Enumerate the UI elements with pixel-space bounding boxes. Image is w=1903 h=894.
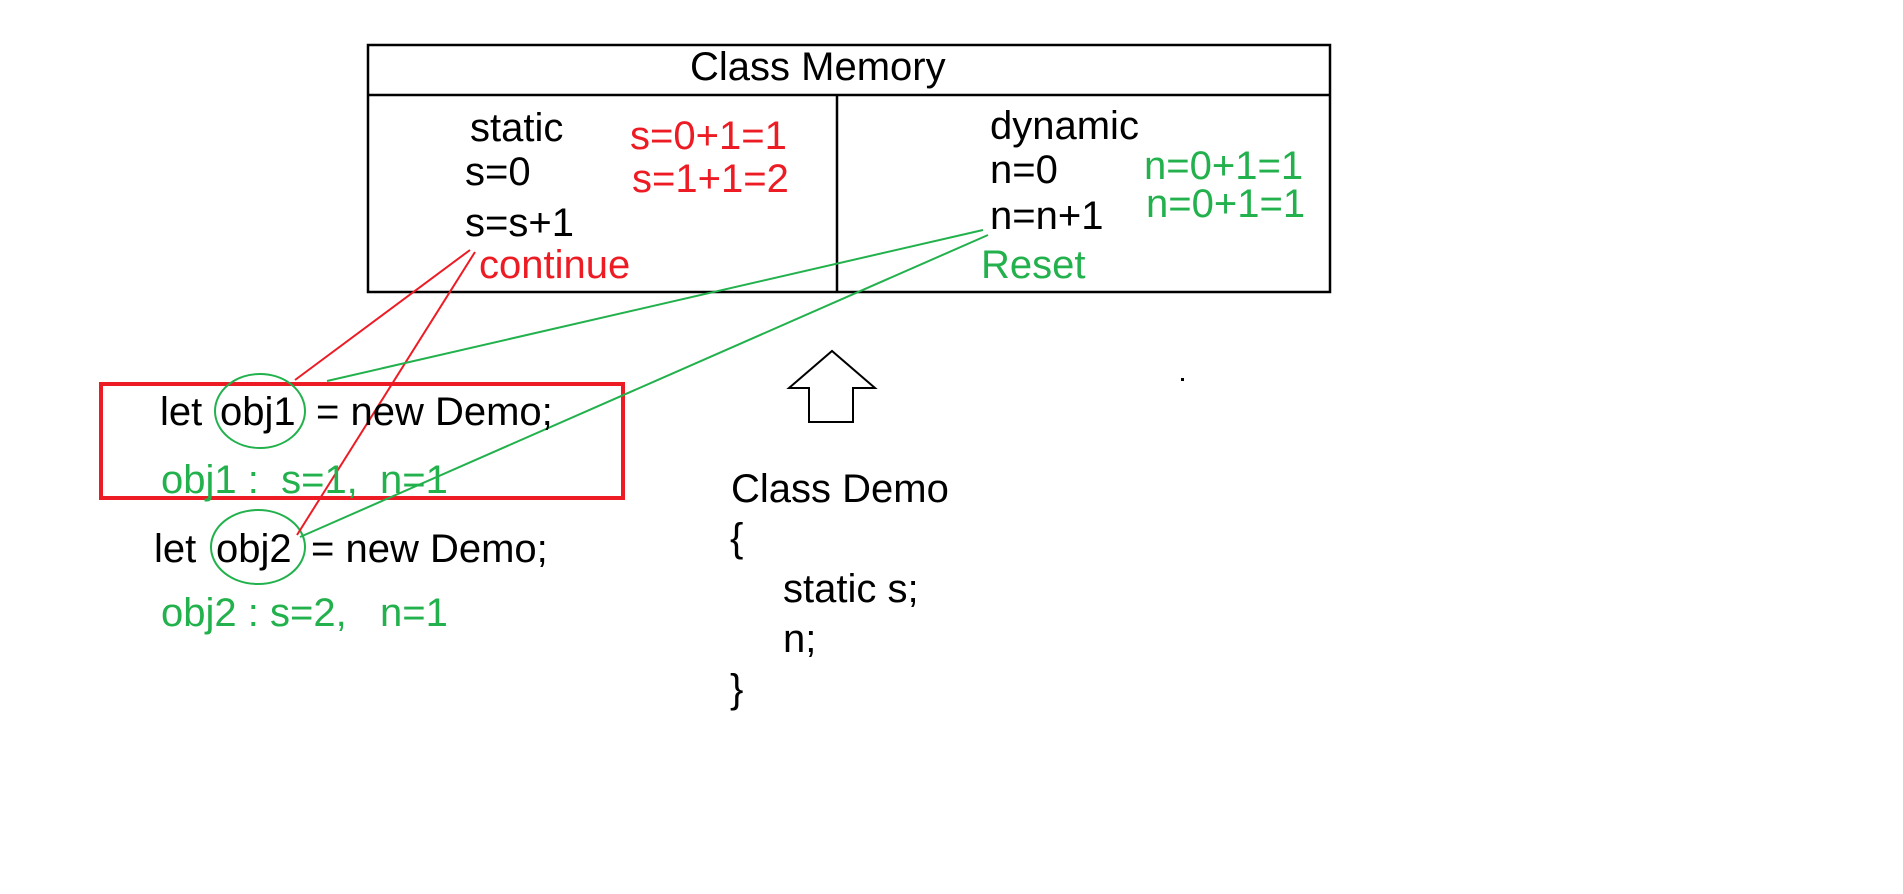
dynamic-calc-2: n=0+1=1	[1146, 182, 1306, 226]
obj1-name: obj1	[220, 390, 296, 434]
obj1-new-expr: = new Demo;	[316, 390, 553, 434]
class-def-member-n: n;	[783, 617, 817, 661]
dynamic-update: n=n+1	[990, 194, 1104, 238]
class-def-open-brace: {	[730, 516, 744, 560]
static-note: continue	[479, 243, 631, 287]
obj1-circle	[214, 373, 306, 449]
static-heading: static	[470, 106, 564, 150]
dynamic-calc-1: n=0+1=1	[1144, 144, 1304, 188]
dynamic-link-obj1	[326, 229, 984, 382]
up-arrow-outline-icon	[786, 349, 878, 423]
obj2-result: obj2 : s=2, n=1	[161, 591, 448, 635]
class-def-header: Class Demo	[731, 467, 949, 511]
class-def-member-static: static s;	[783, 567, 919, 611]
static-link-obj1	[294, 249, 471, 381]
stray-dot	[1181, 378, 1184, 381]
static-link-obj2	[296, 251, 476, 536]
dynamic-heading: dynamic	[990, 104, 1139, 148]
static-init: s=0	[465, 150, 531, 194]
dynamic-note: Reset	[981, 243, 1086, 287]
static-calc-1: s=0+1=1	[630, 114, 787, 158]
dynamic-init: n=0	[990, 148, 1058, 192]
static-update: s=s+1	[465, 201, 574, 245]
obj2-new-expr: = new Demo;	[311, 527, 548, 571]
obj1-result: obj1 : s=1, n=1	[161, 458, 448, 502]
static-calc-2: s=1+1=2	[632, 157, 789, 201]
class-def-close-brace: }	[730, 667, 744, 711]
dynamic-link-obj2	[299, 234, 989, 538]
obj2-name: obj2	[216, 527, 292, 571]
memory-box-title: Class Memory	[690, 45, 946, 89]
obj1-let-keyword: let	[160, 390, 203, 434]
obj2-let-keyword: let	[154, 527, 197, 571]
obj1-highlight-box	[99, 382, 625, 500]
obj2-circle	[210, 509, 306, 585]
memory-box-outline	[366, 43, 1332, 294]
